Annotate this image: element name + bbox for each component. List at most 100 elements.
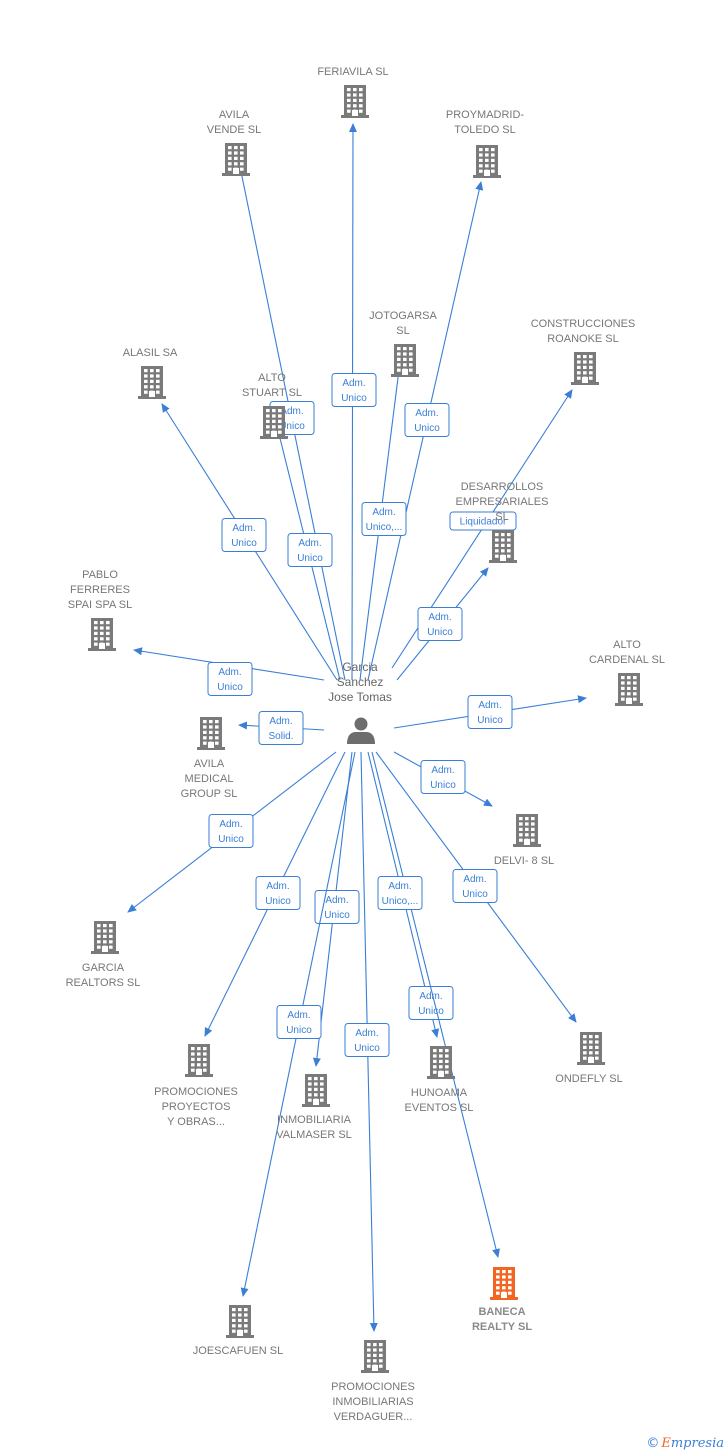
company-label: JOESCAFUEN SL: [193, 1345, 283, 1357]
person-icon: [347, 717, 375, 744]
nodes-layer: FERIAVILA SL AVILA VENDE SL PROYMADRID-TOLE…: [66, 66, 665, 1423]
building-icon: [222, 143, 250, 176]
center-person-node[interactable]: Garcia Sanchez Jose Tomas: [328, 660, 392, 744]
role-badge-jotogarsa[interactable]: Adm. Unico,...: [361, 502, 407, 536]
company-label: Y OBRAS...: [167, 1116, 225, 1128]
role-text: Adm.: [415, 408, 438, 419]
role-text: Adm.: [478, 700, 501, 711]
building-icon: [513, 814, 541, 847]
company-node-proymadrid[interactable]: PROYMADRID-TOLEDO SL: [446, 109, 525, 178]
role-text: Adm.: [325, 895, 348, 906]
company-label: AVILA: [219, 109, 250, 121]
role-badge-promociones-proyectos[interactable]: Adm.Unico: [255, 876, 301, 910]
company-label: ONDEFLY SL: [555, 1073, 622, 1085]
building-icon: [490, 1267, 518, 1300]
role-text: Adm.: [463, 874, 486, 885]
company-node-alasil[interactable]: ALASIL SA: [123, 347, 178, 399]
company-label: FERIAVILA SL: [317, 66, 388, 78]
building-icon: [427, 1046, 455, 1079]
company-label: MEDICAL: [185, 773, 234, 785]
role-text: Adm.: [280, 406, 303, 417]
company-label: PROYECTOS: [162, 1101, 231, 1113]
center-name-line-3: Jose Tomas: [328, 690, 392, 704]
company-label: CONSTRUCCIONES: [531, 318, 636, 330]
role-badge-ondefly[interactable]: Adm. Unico: [452, 869, 498, 903]
role-badge-alto-stuart[interactable]: Adm. Unico: [287, 533, 333, 567]
role-badge-feriavila[interactable]: Adm.Unico: [331, 373, 377, 407]
company-label: VENDE SL: [207, 124, 261, 136]
copyright-icon: ©: [646, 1436, 660, 1451]
role-badge-proymadrid[interactable]: Adm. Unico: [404, 403, 450, 437]
role-text: Unico: [418, 1006, 444, 1017]
role-text: Unico: [217, 682, 243, 693]
role-text: Unico: [477, 715, 503, 726]
role-badge-avila-medical[interactable]: Adm.Solid.: [258, 711, 304, 745]
brand-footer[interactable]: ©Empresia: [646, 1436, 724, 1451]
role-badge-alasil[interactable]: Adm.Unico: [221, 518, 267, 552]
company-label: ALASIL SA: [123, 347, 178, 359]
building-icon: [391, 344, 419, 377]
role-badge-garcia-realtors[interactable]: Adm.Unico: [208, 814, 254, 848]
role-text: Unico: [414, 423, 440, 434]
role-badge-construcciones-roanoke[interactable]: Liquidador: [449, 511, 517, 531]
role-badge-hunoama[interactable]: Adm. Unico: [408, 986, 454, 1020]
role-text: Unico: [231, 538, 257, 549]
role-text: Adm.: [419, 991, 442, 1002]
building-icon: [91, 921, 119, 954]
role-text: Unico: [218, 834, 244, 845]
role-text: Solid.: [268, 731, 293, 742]
role-text: Unico: [430, 780, 456, 791]
company-node-promociones-inmobiliarias[interactable]: PROMOCIONESINMOBILIARIASVERDAGUER...: [331, 1340, 415, 1423]
company-label: PROMOCIONES: [331, 1381, 415, 1393]
role-text: Unico: [462, 889, 488, 900]
role-badge-pablo-ferreres[interactable]: Adm. Unico: [207, 662, 253, 696]
role-text: Adm.: [218, 667, 241, 678]
role-badge-desarrollos[interactable]: Adm.Unico: [417, 607, 463, 641]
role-text: Unico: [286, 1025, 312, 1036]
company-node-joescafuen[interactable]: JOESCAFUEN SL: [193, 1305, 283, 1357]
company-node-avila-vende[interactable]: AVILA VENDE SL: [207, 109, 261, 176]
role-text: Adm.: [372, 507, 395, 518]
role-text: Unico: [341, 393, 367, 404]
company-label: TOLEDO SL: [454, 124, 516, 136]
brand-name: mpresia: [670, 1436, 724, 1451]
role-badge-delvi[interactable]: Adm. Unico: [420, 760, 466, 794]
role-text: Adm.: [428, 612, 451, 623]
role-badge-joescafuen[interactable]: Adm.Unico: [276, 1005, 322, 1039]
role-text: Unico: [324, 910, 350, 921]
role-text: Adm.: [298, 538, 321, 549]
role-text: Adm.: [431, 765, 454, 776]
role-badge-promociones-inmobiliarias[interactable]: Adm.Unico: [344, 1023, 390, 1057]
building-icon: [341, 85, 369, 118]
role-badge-inmobiliaria-valmaser[interactable]: Adm. Unico: [314, 890, 360, 924]
company-node-feriavila[interactable]: FERIAVILA SL: [317, 66, 389, 118]
company-node-delvi[interactable]: DELVI- 8 SL: [494, 814, 554, 867]
building-icon: [260, 406, 288, 439]
company-node-ondefly[interactable]: ONDEFLY SL: [555, 1032, 623, 1085]
role-badge-baneca[interactable]: Adm.Unico,...: [377, 876, 423, 910]
company-label: DESARROLLOS: [461, 481, 544, 493]
company-label: STUART SL: [242, 387, 302, 399]
role-text: Unico,...: [366, 522, 403, 533]
company-label: INMOBILIARIAS: [332, 1396, 413, 1408]
company-label: REALTY SL: [472, 1321, 532, 1333]
company-label: EVENTOS SL: [405, 1102, 474, 1114]
company-label: REALTORS SL: [66, 977, 141, 989]
role-text: Unico: [297, 553, 323, 564]
role-badge-alto-cardenal[interactable]: Adm. Unico: [467, 695, 513, 729]
role-text: Unico,...: [382, 896, 419, 907]
company-label: FERRERES: [70, 584, 130, 596]
company-label: SL: [396, 325, 409, 337]
